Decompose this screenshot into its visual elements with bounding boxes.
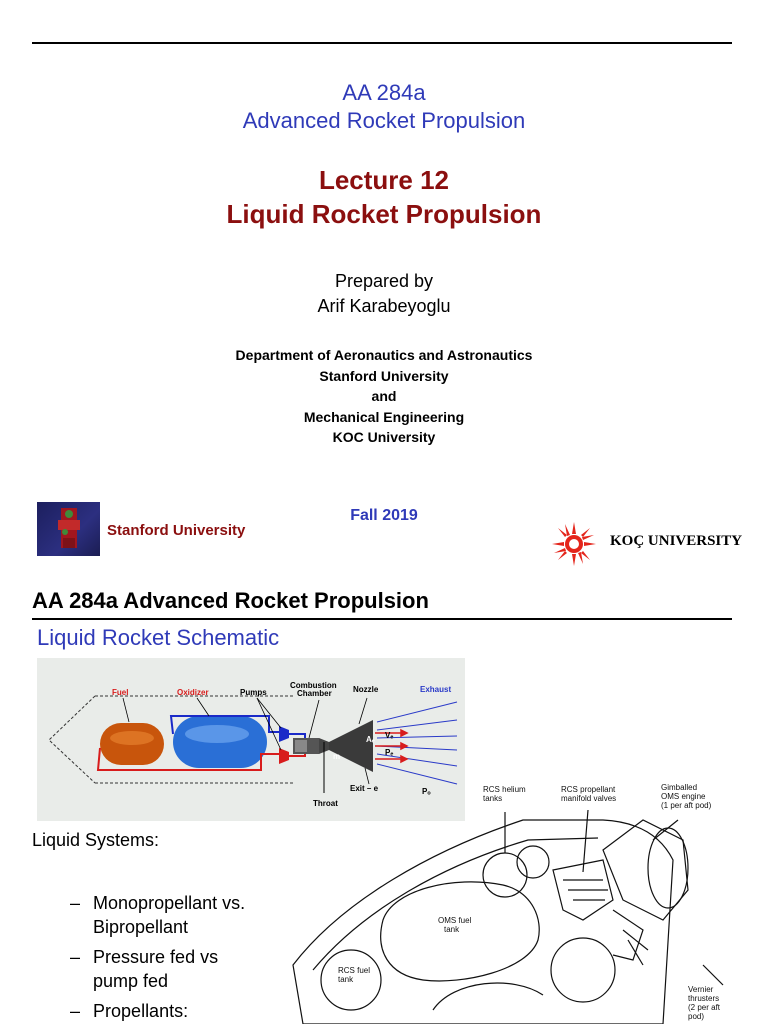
course-name: Advanced Rocket Propulsion [242, 108, 526, 133]
pe-label: Pₑ [385, 748, 393, 757]
exit-label: Exit – e [350, 784, 379, 793]
koc-sun-logo [551, 521, 597, 567]
ox-pump [279, 726, 289, 742]
bullet-dash: – [70, 1001, 81, 1021]
fuel-pump [279, 748, 289, 764]
bullet-item: – Monopropellant vs. [70, 891, 245, 915]
ae-label: Aₑ [366, 735, 375, 744]
oxidizer-label: Oxidizer [177, 688, 209, 697]
bullet-item: – Propellants: [70, 999, 188, 1023]
bullet-dash: – [70, 947, 81, 967]
stanford-logo-text: Stanford University [107, 522, 246, 539]
bullet-cont: pump fed [93, 971, 169, 991]
pumps-label: Pumps [240, 688, 267, 697]
nozzle [329, 720, 373, 772]
stanford-seal-logo [37, 502, 100, 556]
course-code: AA 284a [342, 80, 426, 105]
section-title: Liquid Rocket Schematic [37, 625, 280, 650]
lecture-number: Lecture 12 [318, 165, 450, 195]
prepared-by: Prepared by [334, 271, 434, 291]
exhaust-label: Exhaust [420, 685, 451, 694]
lecture-title: Liquid Rocket Propulsion [226, 199, 542, 229]
top-rule [32, 42, 732, 44]
affiliation-line: Department of Aeronautics and Astronauti… [235, 347, 533, 363]
author: Arif Karabeyoglu [317, 296, 451, 316]
ve-label: Vₑ [385, 731, 393, 740]
affiliation: Department of Aeronautics and Astronauti… [0, 345, 768, 448]
affiliation-line: Mechanical Engineering [303, 408, 465, 425]
bullet-item: – Pressure fed vs [70, 945, 218, 969]
throat-label: Throat [313, 799, 338, 808]
nozzle-label: Nozzle [353, 685, 379, 694]
fuel-label: Fuel [112, 688, 128, 697]
po-label: Pₒ [422, 787, 431, 796]
bullet-text: Propellants: [93, 1001, 189, 1021]
affiliation-line: KOC University [332, 429, 436, 445]
affiliation-line: Stanford University [319, 367, 449, 384]
affiliation-line: and [371, 388, 397, 404]
slide2-header: AA 284a Advanced Rocket Propulsion [32, 588, 429, 613]
bullet-text: Monopropellant vs. [93, 893, 246, 913]
bullet-cont: Bipropellant [93, 917, 189, 937]
koc-logo-text: KOÇ UNIVERSITY [610, 533, 743, 549]
bullet-dash: – [70, 893, 81, 913]
header-rule [32, 618, 732, 620]
m-label: m [333, 752, 340, 761]
bullet-text: Pressure fed vs [93, 947, 219, 967]
liquid-systems-intro: Liquid Systems: [32, 830, 160, 850]
term: Fall 2019 [350, 507, 418, 524]
